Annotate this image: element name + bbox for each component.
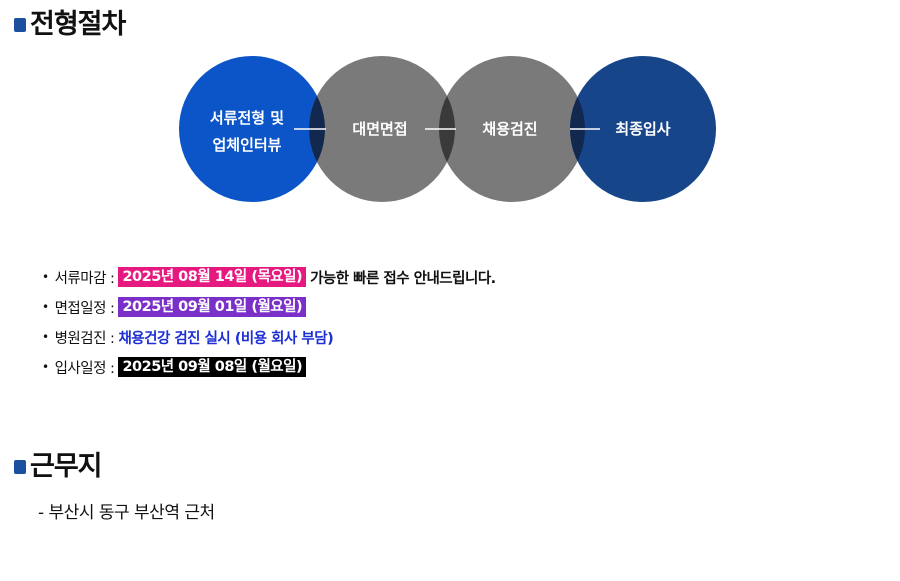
process-circle-3: [439, 56, 585, 202]
schedule-item-start-date: • 입사일정 : 2025년 09월 08일 (월요일): [42, 352, 496, 382]
step-1-label-line1: 서류전형 및: [210, 109, 284, 127]
schedule-label: 서류마감 :: [54, 270, 115, 287]
section-title-text: 근무지: [30, 451, 103, 482]
deadline-note: 가능한 빠른 접수 안내드립니다.: [310, 270, 496, 287]
interview-date-highlight: 2025년 09월 01일 (월요일): [118, 297, 307, 317]
step-1-label-line2: 업체인터뷰: [212, 136, 281, 154]
medical-check-text: 채용건강 검진 실시 (비용 회사 부담): [118, 330, 334, 347]
work-location-text: - 부산시 동구 부산역 근처: [38, 503, 215, 523]
bullet-icon: •: [42, 300, 49, 314]
step-4-label: 최종입사: [615, 120, 670, 138]
bullet-icon: •: [42, 360, 49, 374]
schedule-label: 입사일정 :: [54, 360, 115, 377]
bullet-icon: •: [42, 270, 49, 284]
schedule-item-interview: • 면접일정 : 2025년 09월 01일 (월요일): [42, 292, 496, 322]
bullet-icon: •: [42, 330, 49, 344]
schedule-list: • 서류마감 : 2025년 08월 14일 (목요일) 가능한 빠른 접수 안…: [42, 262, 496, 382]
process-diagram: 서류전형 및 업체인터뷰 대면면접 채용검진 최종입사: [179, 56, 716, 202]
process-circle-1: [179, 56, 325, 202]
section-title-process: 전형절차: [14, 2, 126, 41]
schedule-label: 병원검진 :: [54, 330, 115, 347]
step-3-label: 채용검진: [482, 120, 537, 138]
process-circle-4: [570, 56, 716, 202]
section-marker-icon: [14, 459, 26, 474]
process-circle-2: [309, 56, 455, 202]
section-title-text: 전형절차: [30, 9, 126, 40]
section-title-location: 근무지: [14, 444, 103, 483]
start-date-highlight: 2025년 09월 08일 (월요일): [118, 357, 307, 377]
schedule-label: 면접일정 :: [54, 300, 115, 317]
section-marker-icon: [14, 17, 26, 32]
schedule-item-document-deadline: • 서류마감 : 2025년 08월 14일 (목요일) 가능한 빠른 접수 안…: [42, 262, 496, 292]
schedule-item-medical-check: • 병원검진 : 채용건강 검진 실시 (비용 회사 부담): [42, 322, 496, 352]
deadline-date-highlight: 2025년 08월 14일 (목요일): [118, 267, 307, 287]
step-2-label: 대면면접: [352, 120, 407, 138]
